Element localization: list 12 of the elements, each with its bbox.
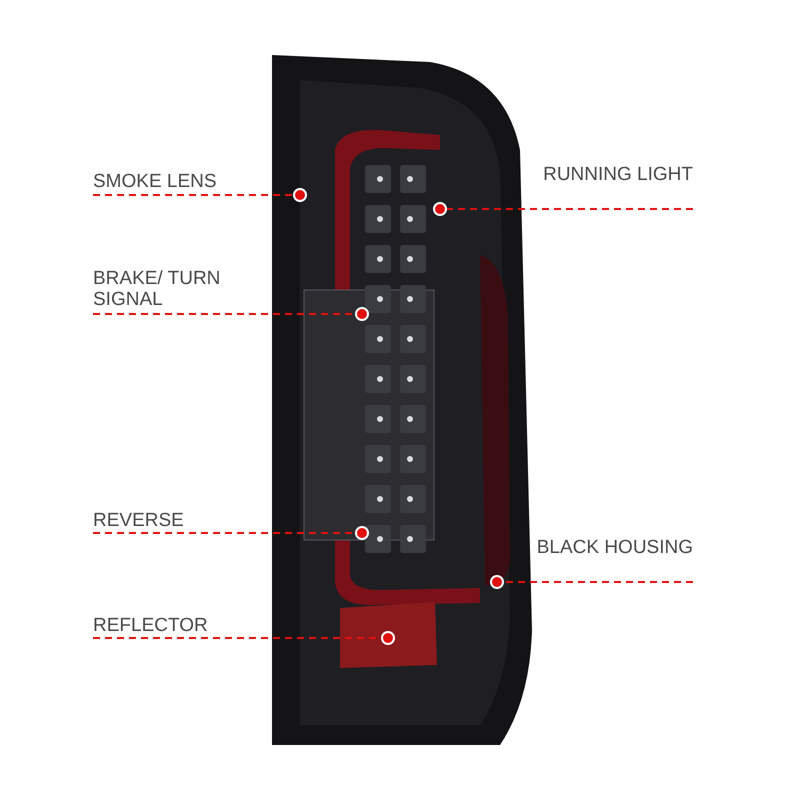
callout-label: BRAKE/ TURN SIGNAL <box>93 268 223 310</box>
callout-label: RUNNING LIGHT <box>493 164 693 185</box>
callout-label: BLACK HOUSING <box>493 537 693 558</box>
leader-line <box>93 631 395 645</box>
leader-line <box>93 526 369 540</box>
callout-label: REVERSE <box>93 510 293 531</box>
leader-line <box>93 188 307 202</box>
leader-line <box>93 307 369 321</box>
leader-line <box>433 202 693 216</box>
callout-label: SMOKE LENS <box>93 171 293 192</box>
callout-label: REFLECTOR <box>93 615 293 636</box>
leader-line <box>490 575 693 589</box>
